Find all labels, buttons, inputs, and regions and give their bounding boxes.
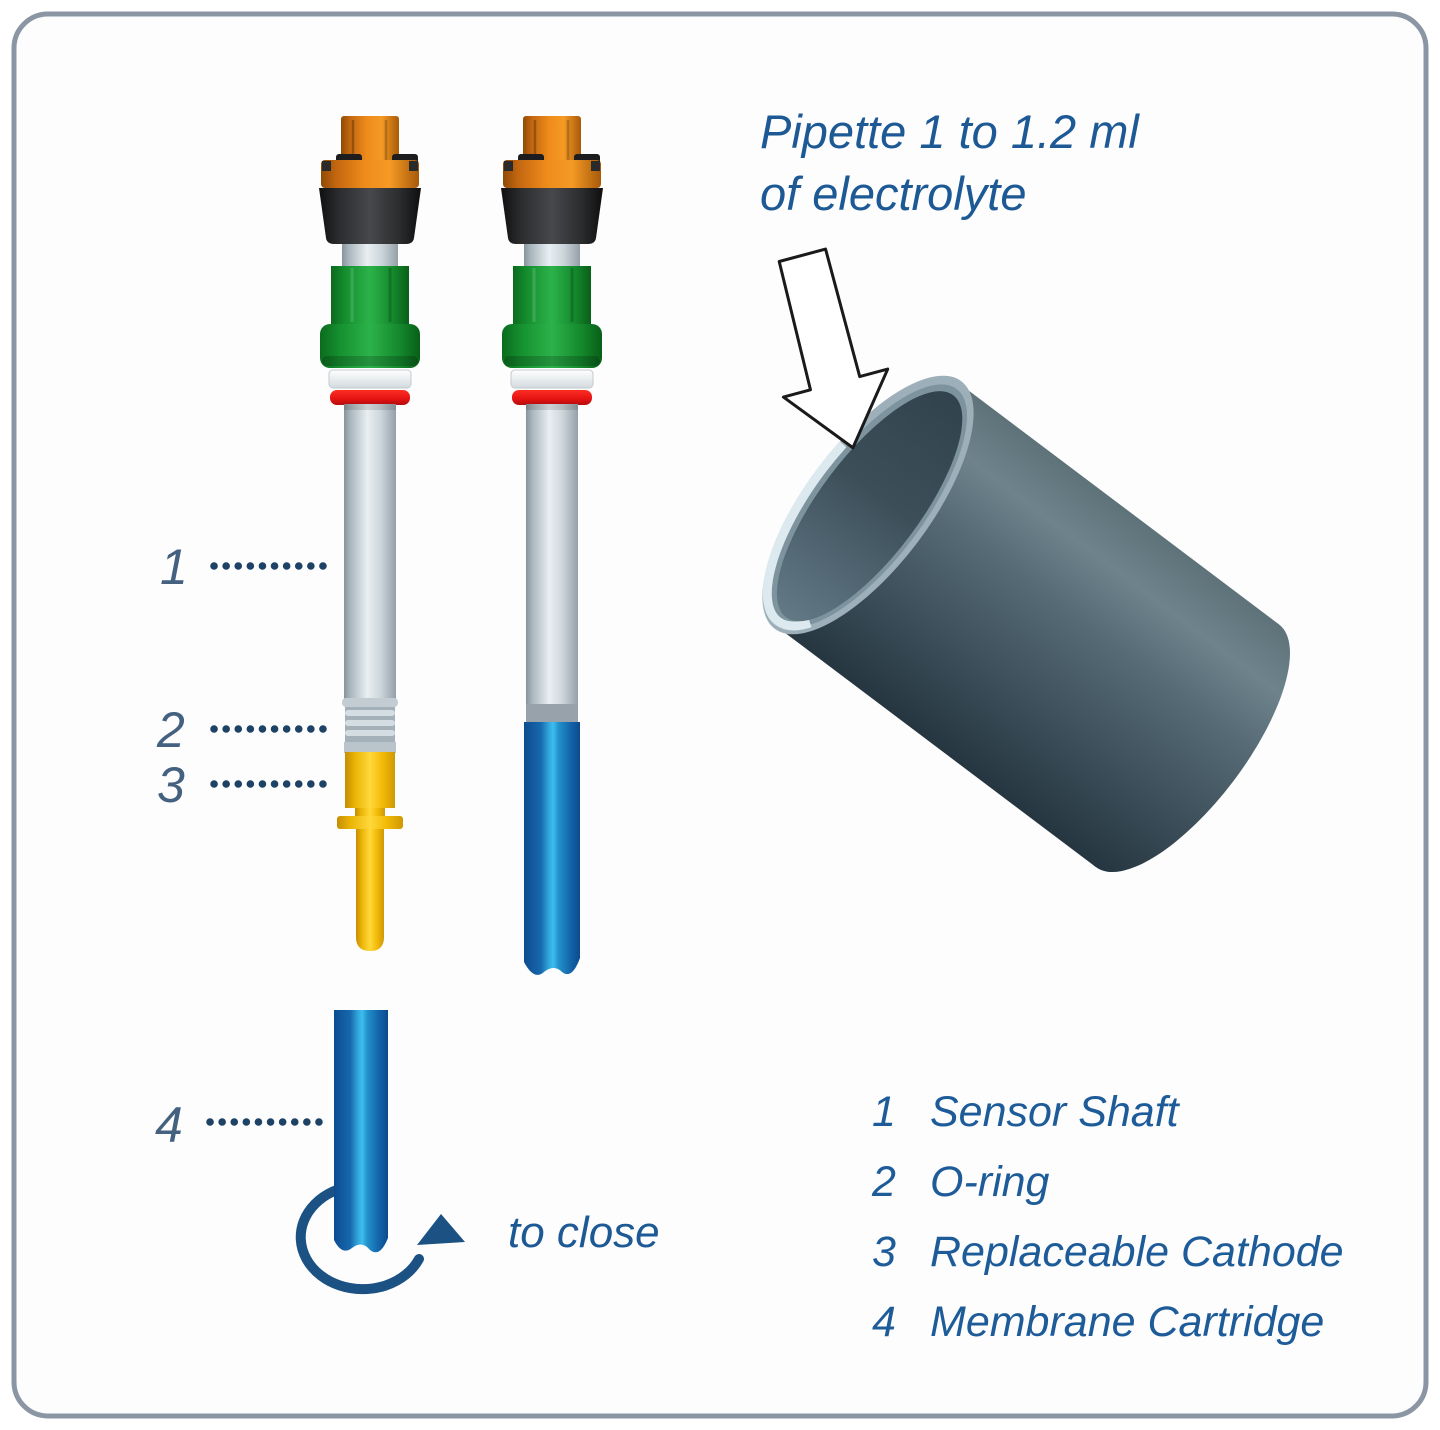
membrane-cartridge-cylinder: [762, 375, 1290, 873]
cylinder-interior: [776, 391, 963, 622]
legend-item-sensor-shaft: 1 Sensor Shaft: [872, 1088, 1344, 1158]
to-close-label: to close: [508, 1208, 660, 1257]
legend-label: O-ring: [930, 1158, 1050, 1206]
sensor-right-shaft: [526, 404, 578, 704]
legend-number: 2: [872, 1158, 896, 1206]
insert-arrow-shape: [777, 247, 890, 450]
sensor-right-assembled: [499, 114, 605, 975]
shaft-lip: [342, 698, 398, 707]
legend-item-replaceable-cathode: 3 Replaceable Cathode: [872, 1228, 1344, 1298]
legend-number: 4: [872, 1298, 896, 1346]
shaft-top-shadow: [344, 404, 396, 410]
callout-number-4: 4: [155, 1097, 183, 1153]
insert-arrow-icon: [777, 247, 890, 450]
thread-ridge: [345, 710, 395, 716]
legend-number: 3: [872, 1228, 896, 1276]
legend-label: Replaceable Cathode: [930, 1228, 1344, 1276]
cathode-neck: [355, 808, 385, 817]
pipette-note-line1: Pipette 1 to 1.2 ml: [760, 105, 1139, 158]
shaft-top-shadow: [526, 404, 578, 410]
thread-ridge: [345, 730, 395, 736]
membrane-cartridge-detached: [334, 1010, 388, 1253]
thread-ridge: [345, 720, 395, 726]
callout-number-3: 3: [157, 757, 185, 813]
oring-collar: [344, 742, 396, 753]
rotate-arrow-head: [417, 1214, 465, 1245]
cathode-flange: [337, 816, 403, 829]
pipette-note-line2: of electrolyte: [760, 167, 1027, 220]
legend-label: Sensor Shaft: [930, 1088, 1179, 1136]
cathode-body: [345, 752, 395, 808]
leader-lines: [206, 562, 336, 1126]
legend-item-o-ring: 2 O-ring: [872, 1158, 1344, 1228]
legend-label: Membrane Cartridge: [930, 1298, 1325, 1346]
legend-number: 1: [872, 1088, 896, 1136]
pipette-note: Pipette 1 to 1.2 ml of electrolyte: [760, 101, 1139, 225]
cartridge-joint: [526, 704, 578, 722]
cylinder-end-dome: [1084, 619, 1290, 873]
cathode-rod: [356, 829, 384, 951]
sensor-left-disassembled: [317, 114, 423, 951]
membrane-cartridge-attached: [524, 722, 580, 975]
opening-highlight-crescent: [762, 377, 971, 631]
callout-number-1: 1: [160, 539, 188, 595]
callout-number-2: 2: [157, 702, 185, 758]
parts-legend: 1 Sensor Shaft 2 O-ring 3 Replaceable Ca…: [872, 1088, 1344, 1368]
legend-item-membrane-cartridge: 4 Membrane Cartridge: [872, 1298, 1344, 1368]
sensor-left-shaft: [344, 404, 396, 702]
